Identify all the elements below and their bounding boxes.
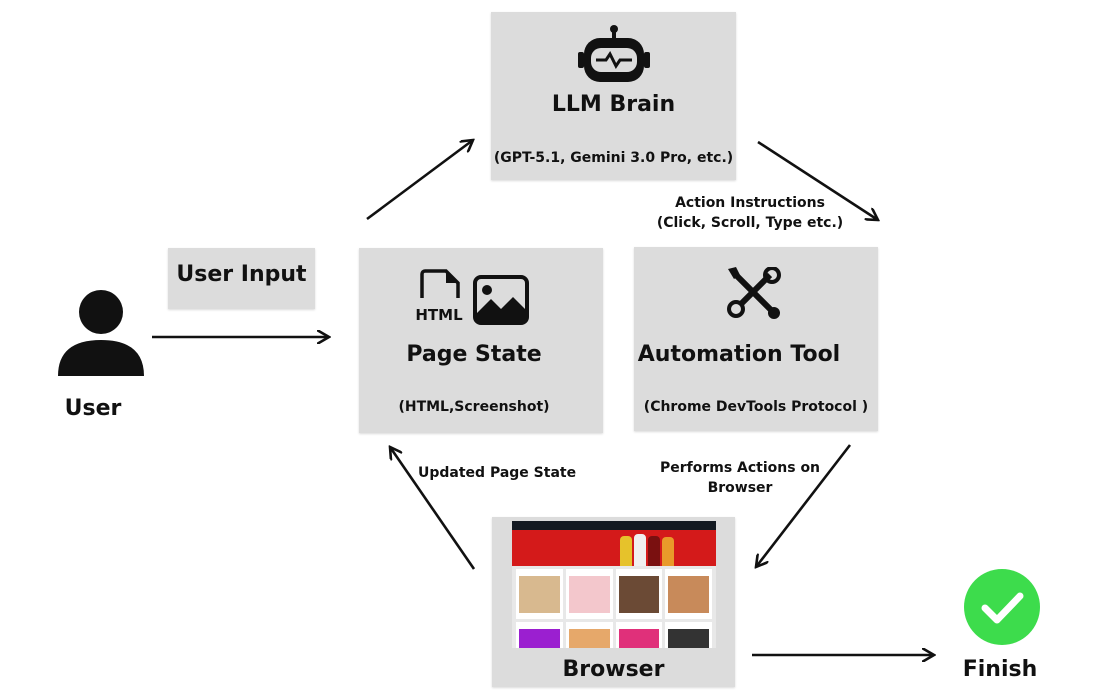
performs-actions-label-2: Browser: [707, 480, 773, 496]
page-state-subtitle: (HTML,Screenshot): [398, 399, 550, 415]
action-instructions-detail: (Click, Scroll, Type etc.): [656, 215, 844, 231]
performs-actions-label: Performs Actions on: [659, 460, 821, 476]
llm-brain-subtitle: (GPT-5.1, Gemini 3.0 Pro, etc.): [493, 150, 734, 166]
html-file-icon: [420, 269, 460, 298]
updated-page-state-label: Updated Page State: [418, 465, 577, 481]
check-icon: [964, 569, 1040, 645]
automation-tool-subtitle: (Chrome DevTools Protocol ): [643, 399, 869, 415]
browser-title: Browser: [562, 657, 665, 682]
page-state-title: Page State: [406, 342, 542, 367]
tools-icon: [727, 267, 781, 319]
llm-brain-title: LLM Brain: [551, 92, 676, 117]
user-icon: [58, 290, 144, 376]
html-icon-label: HTML: [415, 306, 463, 324]
user-input-box: [168, 248, 315, 309]
robot-icon: [578, 25, 650, 82]
automation-tool-title: Automation Tool: [637, 342, 841, 367]
user-input-label: User Input: [176, 262, 307, 287]
user-label: User: [64, 396, 122, 421]
finish-label: Finish: [962, 657, 1038, 682]
browser-screenshot: [512, 521, 716, 648]
image-icon: [473, 275, 529, 325]
automation-tool-node: [634, 247, 878, 431]
arrow-page-state-to-llm: [366, 140, 473, 221]
action-instructions-label: Action Instructions: [675, 195, 825, 211]
